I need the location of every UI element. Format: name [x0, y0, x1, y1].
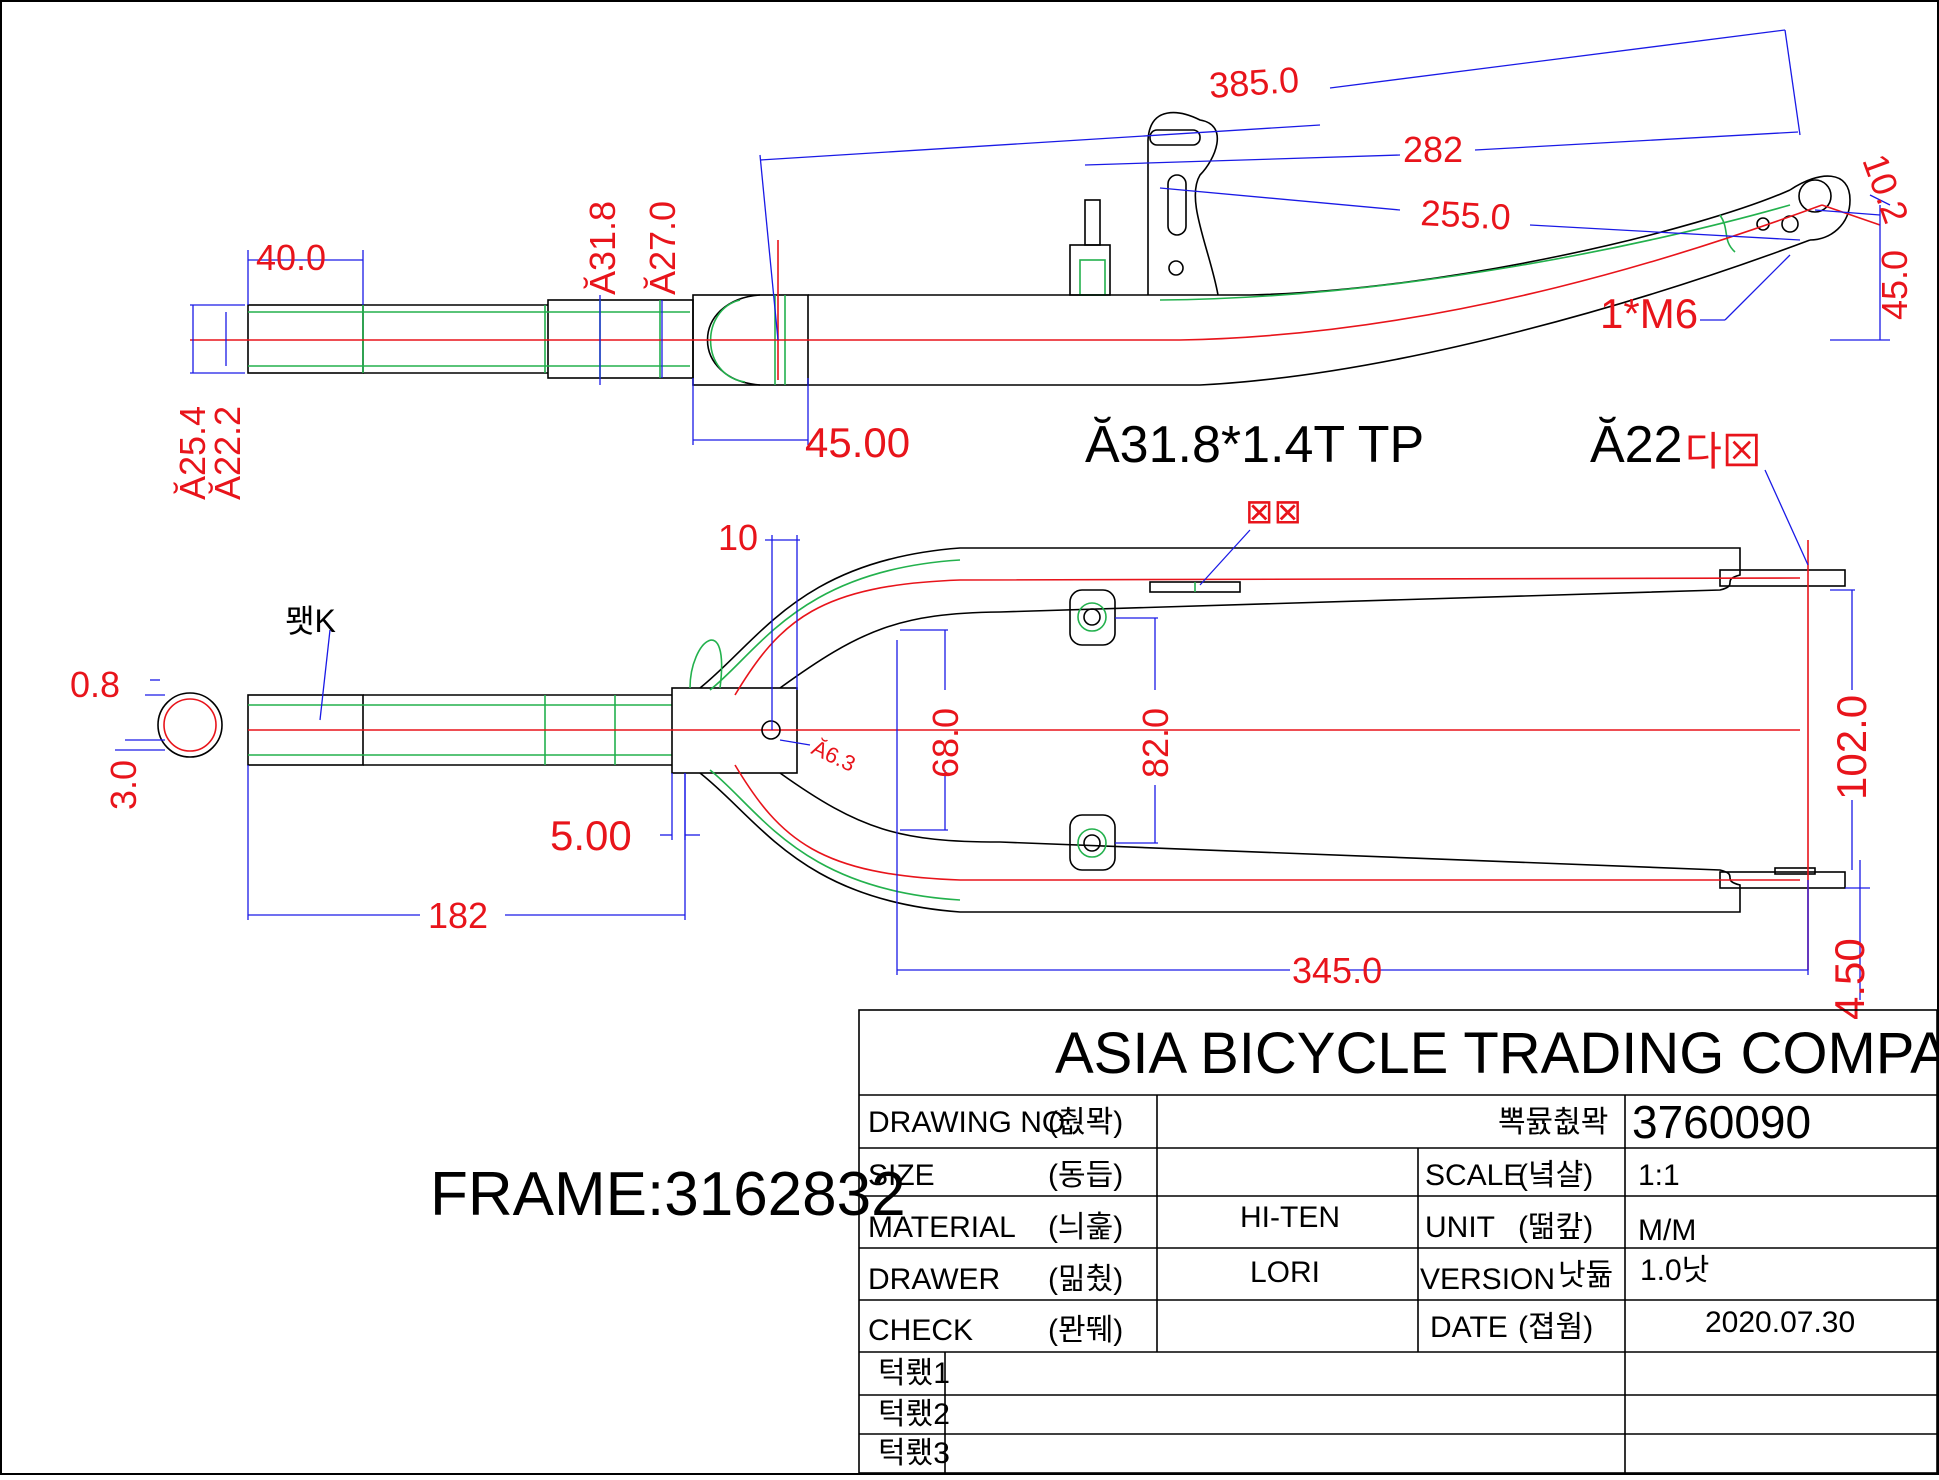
material-value: HI-TEN: [1240, 1201, 1340, 1234]
unit-value: M/M: [1638, 1214, 1696, 1247]
material-label: MATERIAL: [868, 1211, 1016, 1244]
scale-value: 1:1: [1638, 1159, 1680, 1192]
date-kr: (졉웜): [1518, 1311, 1593, 1344]
drawing-no-kr: (췂뫅): [1048, 1106, 1123, 1139]
rev2-label: 턱뢨2: [878, 1398, 950, 1431]
dim-45-side: 45.0: [1874, 250, 1915, 320]
dim-0-8: 0.8: [70, 664, 120, 705]
date-label: DATE: [1430, 1311, 1508, 1344]
dim-102: 102.0: [1828, 695, 1875, 800]
unit-kr: (떪캎): [1518, 1211, 1593, 1244]
material-kr: (늬훑): [1048, 1211, 1123, 1244]
dimension-labels: 385.0 282 255.0 10.2 45.0 1*M6 40.0 Ă31.…: [70, 59, 1917, 1020]
boss-mark: ⊠⊠: [1245, 493, 1302, 531]
frame-number: FRAME:3162832: [430, 1160, 906, 1229]
dim-dia-31-8: Ă31.8: [582, 201, 623, 295]
dim-255: 255.0: [1420, 192, 1512, 238]
size-kr: (동듭): [1048, 1159, 1123, 1192]
rev3-label: 턱뢨3: [878, 1437, 950, 1470]
dim-10: 10: [718, 517, 758, 558]
steerer-mark: 뫳K: [285, 603, 336, 639]
front-view: [157, 540, 1846, 970]
dim-dia-27: Ă27.0: [642, 201, 683, 295]
dim-40: 40.0: [256, 237, 326, 278]
dim-82: 82.0: [1135, 708, 1176, 778]
dropout-note: Ă22: [1590, 416, 1683, 474]
dim-5-00: 5.00: [550, 812, 632, 859]
title-block: [858, 1009, 1938, 1474]
drawer-label: DRAWER: [868, 1263, 1000, 1296]
dim-45-00: 45.00: [805, 419, 910, 466]
notes: Ă31.8*1.4T TP Ă22 다⊠ ⊠⊠ 뫳K FRAME:3162832: [285, 416, 1762, 1229]
version-kr: 낫듊: [1558, 1259, 1613, 1292]
dim-182: 182: [428, 895, 488, 936]
drawer-value: LORI: [1250, 1256, 1320, 1289]
dim-385: 385.0: [1208, 59, 1301, 106]
check-label: CHECK: [868, 1314, 973, 1347]
scale-kr: (녘샬): [1518, 1159, 1593, 1192]
version-label: VERSION: [1420, 1263, 1555, 1296]
tube-spec-note: Ă31.8*1.4T TP: [1085, 416, 1424, 474]
scale-label: SCALE: [1425, 1159, 1523, 1192]
company-name: ASIA BICYCLE TRADING COMPANY: [1055, 1021, 1939, 1086]
dim-dia-22-2: Ă22.2: [207, 406, 248, 500]
dim-345: 345.0: [1292, 950, 1382, 991]
side-dimension-lines: [190, 29, 1891, 445]
dim-4-50: 4.50: [1826, 938, 1873, 1020]
side-view: [190, 111, 1881, 386]
drawing-no-label: DRAWING NO: [868, 1106, 1065, 1139]
dim-3-0: 3.0: [103, 760, 144, 810]
rev1-label: 턱뢨1: [878, 1357, 950, 1390]
date-value: 2020.07.30: [1705, 1306, 1855, 1339]
dim-dia-6-3: Ă6.3: [808, 735, 860, 777]
drawer-kr: (밂췄): [1048, 1263, 1123, 1296]
check-kr: (뫈뛔): [1048, 1314, 1123, 1347]
title-block-text: ASIA BICYCLE TRADING COMPANY DRAWING NO …: [868, 1021, 1939, 1470]
version-value: 1.0낫: [1640, 1254, 1709, 1287]
drawing-no: 3760090: [1632, 1096, 1811, 1148]
dim-10-2: 10.2: [1854, 149, 1916, 229]
size-label: SIZE: [868, 1159, 935, 1192]
dim-282: 282: [1403, 129, 1463, 170]
dropout-tag: 다⊠: [1685, 430, 1762, 474]
dim-dia-25-4: Ă25.4: [172, 406, 213, 500]
drawing-no-kr2: 뽁뮰췂뫅: [1498, 1106, 1608, 1139]
unit-label: UNIT: [1425, 1211, 1495, 1244]
dim-68: 68.0: [925, 708, 966, 778]
front-dimension-lines: [115, 469, 1870, 1000]
thread-m6: 1*M6: [1600, 290, 1698, 337]
